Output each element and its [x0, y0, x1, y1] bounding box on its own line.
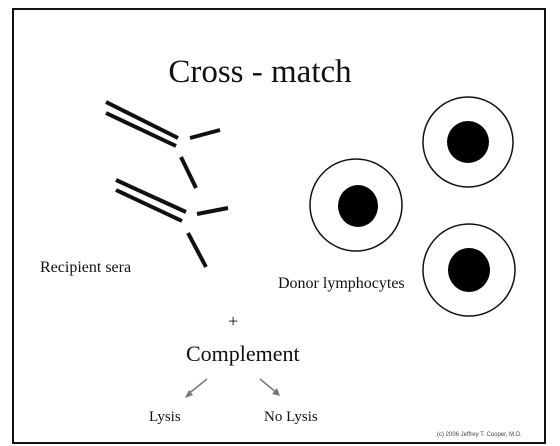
complement-label: Complement — [186, 343, 300, 365]
donor-lymphocytes-label: Donor lymphocytes — [278, 276, 405, 292]
lymphocyte-cell-icon — [310, 159, 402, 251]
no-lysis-outcome-label: No Lysis — [264, 410, 318, 425]
recipient-sera-label: Recipient sera — [40, 260, 131, 276]
diagonal-arrow-icon — [185, 379, 207, 398]
lysis-outcome-label: Lysis — [149, 410, 181, 425]
lymphocyte-cell-icon — [423, 97, 513, 187]
slide-title: Cross - match — [160, 56, 360, 89]
lymphocyte-cell-icon — [423, 224, 515, 316]
copyright-credit: (c) 2006 Jeffrey T. Cooper, M.D. — [437, 432, 522, 438]
antibody-icon — [106, 102, 220, 188]
antibody-icon — [116, 180, 228, 267]
diagonal-arrow-icon — [260, 379, 280, 396]
plus-sign: + — [228, 312, 238, 330]
